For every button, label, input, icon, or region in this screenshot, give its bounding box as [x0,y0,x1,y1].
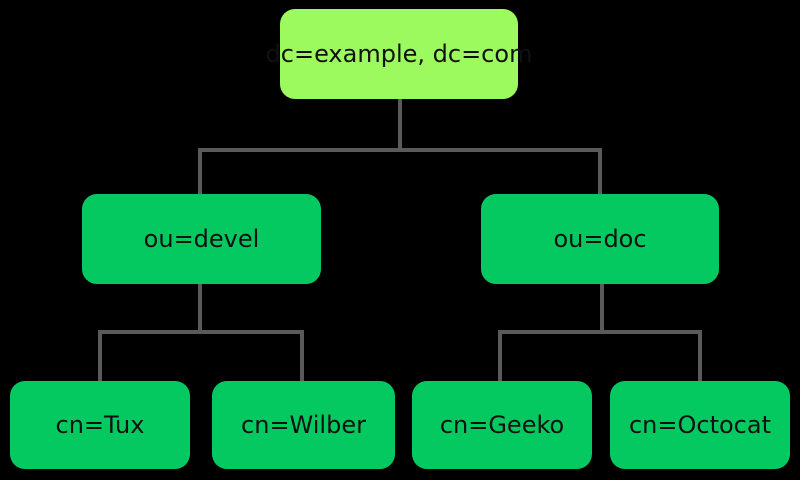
connector-line [98,330,102,381]
tree-node-ou-doc: ou=doc [481,194,719,284]
tree-node-cn-tux: cn=Tux [10,381,190,469]
connector-line [198,284,202,334]
connector-line [498,330,702,334]
tree-node-cn-geeko: cn=Geeko [412,381,592,469]
connector-line [598,148,602,194]
node-label: ou=devel [143,225,260,253]
node-label: ou=doc [553,225,647,253]
tree-node-ou-devel: ou=devel [82,194,321,284]
node-label: cn=Wilber [241,411,366,439]
node-label: cn=Octocat [628,411,771,439]
tree-node-root: dc=example, dc=com [266,9,532,99]
connector-line [398,99,402,152]
connector-line [198,148,602,152]
connector-line [98,330,304,334]
tree-node-cn-octocat: cn=Octocat [610,381,790,469]
connector-line [498,330,502,381]
node-label: cn=Tux [55,411,145,439]
tree-node-cn-wilber: cn=Wilber [212,381,395,469]
connector-line [198,148,202,194]
node-label: dc=example, dc=com [265,40,533,68]
connector-line [300,330,304,381]
node-label: cn=Geeko [439,411,565,439]
connector-line [698,330,702,381]
connector-line [600,284,604,334]
